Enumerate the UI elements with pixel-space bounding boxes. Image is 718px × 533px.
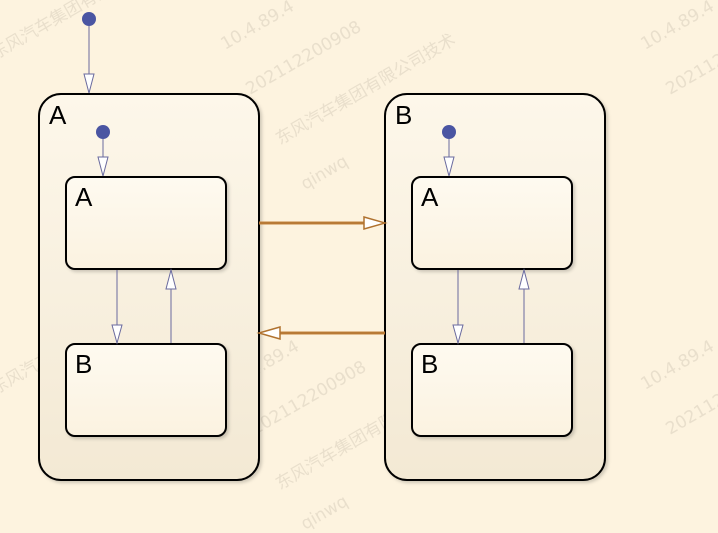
outer-state-a[interactable]: A A B	[38, 93, 260, 481]
substate-b-a-label: A	[421, 182, 439, 212]
watermark-company: 东风汽车集团有限公司技术	[0, 0, 174, 64]
transition-outer-a-to-outer-b[interactable]	[259, 216, 388, 230]
top-default-transition[interactable]	[82, 12, 96, 95]
transition-a-a-to-a-b[interactable]	[111, 270, 123, 345]
outer-state-b[interactable]: B A B	[384, 93, 606, 481]
substate-a-a-label: A	[75, 182, 93, 212]
default-transition-dot	[442, 125, 456, 139]
watermark-ip: 10.4.89.4	[218, 0, 298, 54]
substate-a-b-label: B	[75, 349, 92, 379]
outer-state-b-default-transition[interactable]	[442, 125, 456, 178]
outer-state-a-label: A	[49, 100, 67, 130]
substate-b-a[interactable]: A	[411, 176, 573, 270]
arrowhead-icon	[452, 324, 464, 345]
arrowhead-icon	[111, 324, 123, 345]
arrowhead-icon	[518, 268, 530, 290]
watermark-user: qinwq	[298, 152, 352, 195]
substate-a-b[interactable]: B	[65, 343, 227, 437]
arrowhead-icon	[97, 156, 109, 178]
default-transition-dot	[82, 12, 96, 26]
substate-b-b[interactable]: B	[411, 343, 573, 437]
transition-b-a-to-b-b[interactable]	[452, 270, 464, 345]
watermark-ip: 10.4.89.4	[638, 0, 718, 54]
transition-b-b-to-b-a[interactable]	[518, 268, 530, 343]
arrowhead-icon	[165, 268, 177, 290]
arrowhead-icon	[443, 156, 455, 178]
transition-outer-b-to-outer-a[interactable]	[256, 326, 385, 340]
outer-state-a-default-transition[interactable]	[96, 125, 110, 178]
arrowhead-icon	[256, 326, 281, 340]
substate-b-b-label: B	[421, 349, 438, 379]
default-transition-dot	[96, 125, 110, 139]
transition-a-b-to-a-a[interactable]	[165, 268, 177, 343]
arrowhead-icon	[83, 73, 95, 95]
substate-a-a[interactable]: A	[65, 176, 227, 270]
outer-state-b-label: B	[395, 100, 412, 130]
arrowhead-icon	[363, 216, 388, 230]
watermark-user: qinwq	[298, 492, 352, 533]
watermark-ip: 10.4.89.4	[638, 336, 718, 394]
